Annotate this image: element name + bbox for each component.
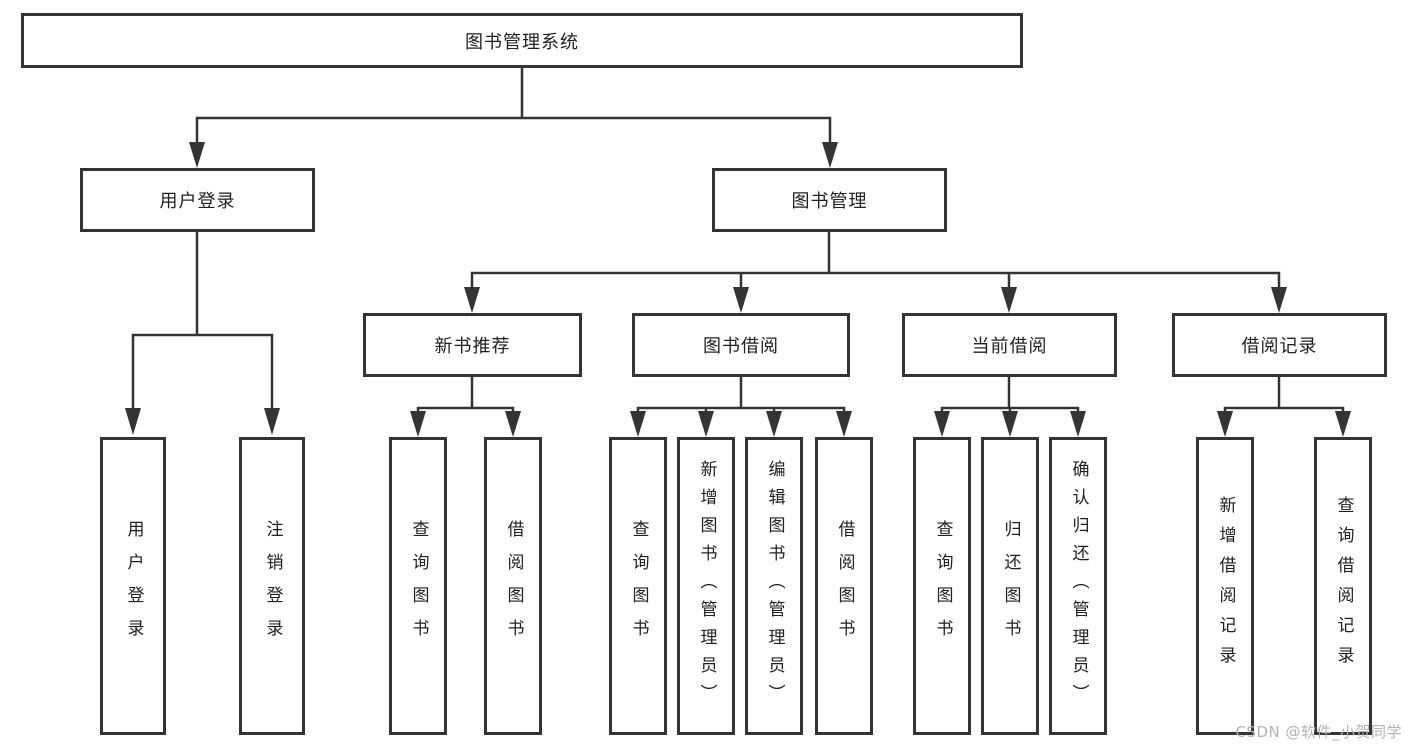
leaf-label: 借阅图书: [834, 520, 855, 652]
leaf-return-books: 归还图书: [981, 437, 1039, 735]
leaf-borrow-books-recommendation: 借阅图书: [484, 437, 542, 735]
leaf-user-login: 用户登录: [100, 437, 166, 735]
leaf-add-borrowing-record: 新增借阅记录: [1196, 437, 1254, 735]
leaf-label: 注销登录: [262, 520, 283, 652]
leaf-confirm-return-admin: 确认归还（管理员）: [1049, 437, 1107, 735]
leaf-logout: 注销登录: [239, 437, 305, 735]
node-book-borrowing: 图书借阅: [632, 313, 850, 377]
leaf-edit-books-admin: 编辑图书（管理员）: [745, 437, 803, 735]
leaf-label: 归还图书: [1000, 520, 1021, 652]
leaf-label: 查询借阅记录: [1333, 496, 1354, 676]
leaf-label: 查询图书: [932, 520, 953, 652]
leaf-label: 新增借阅记录: [1215, 496, 1236, 676]
leaf-label: 确认归还（管理员）: [1068, 460, 1089, 712]
leaf-label: 编辑图书（管理员）: [764, 460, 785, 712]
leaf-query-books-recommendation: 查询图书: [389, 437, 447, 735]
node-borrowing-records: 借阅记录: [1172, 313, 1387, 377]
leaf-label: 新增图书（管理员）: [696, 460, 717, 712]
leaf-query-borrowing-record: 查询借阅记录: [1314, 437, 1372, 735]
leaf-query-books-borrowing: 查询图书: [609, 437, 667, 735]
csdn-watermark: CSDN @软件_小贺同学: [1235, 723, 1402, 741]
leaf-query-books-current: 查询图书: [913, 437, 971, 735]
node-new-book-recommendation: 新书推荐: [363, 313, 582, 377]
leaf-label: 查询图书: [408, 520, 429, 652]
leaf-borrow-books-borrowing: 借阅图书: [815, 437, 873, 735]
node-library-management-system: 图书管理系统: [21, 13, 1023, 68]
node-book-management: 图书管理: [712, 168, 947, 232]
leaf-label: 借阅图书: [503, 520, 524, 652]
node-user-login: 用户登录: [80, 168, 315, 232]
leaf-label: 用户登录: [123, 520, 144, 652]
node-current-borrowing: 当前借阅: [902, 313, 1117, 377]
leaf-label: 查询图书: [628, 520, 649, 652]
leaf-add-books-admin: 新增图书（管理员）: [677, 437, 735, 735]
